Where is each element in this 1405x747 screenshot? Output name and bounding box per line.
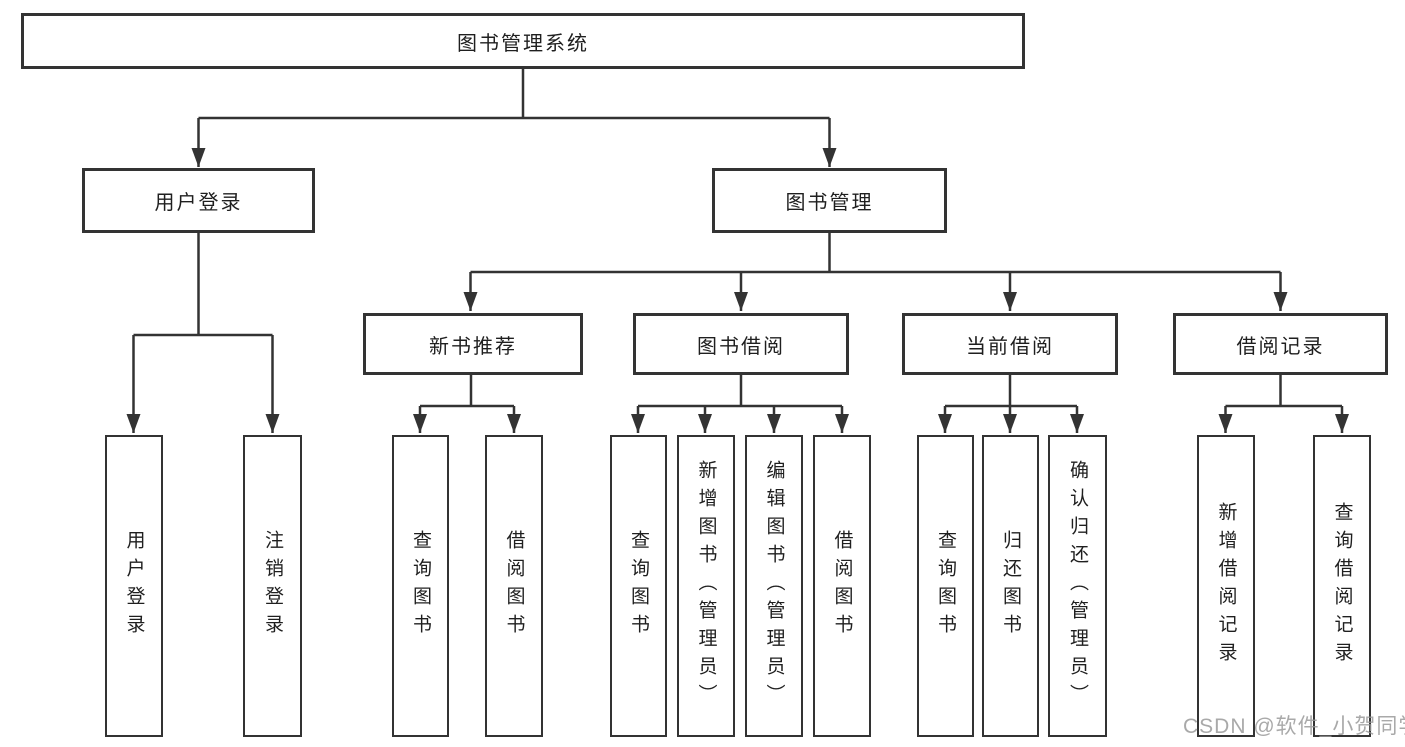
- node-label: 确认归还（管理员）: [1067, 460, 1088, 712]
- leaf-borrow-borrow-books: 借阅图书: [813, 435, 871, 737]
- node-label: 新增图书（管理员）: [695, 460, 717, 712]
- node-label: 查询图书: [628, 530, 649, 642]
- node-label: 用户登录: [154, 192, 243, 214]
- node-label: 注销登录: [262, 530, 283, 642]
- node-label: 查询图书: [410, 530, 431, 642]
- leaf-user-login: 用户登录: [105, 435, 163, 737]
- node-label: 新书推荐: [429, 335, 517, 358]
- node-user-login: 用户登录: [82, 168, 315, 233]
- leaf-borrow-query-books: 查询图书: [610, 435, 667, 737]
- node-new-book-recommend: 新书推荐: [363, 313, 583, 375]
- node-label: 借阅图书: [831, 530, 853, 642]
- node-label: 图书管理: [785, 192, 874, 214]
- leaf-recommend-query-books: 查询图书: [392, 435, 449, 737]
- node-label: 借阅图书: [503, 530, 525, 642]
- node-label: 归还图书: [1000, 530, 1021, 642]
- leaf-records-query-borrow-record: 查询借阅记录: [1313, 435, 1371, 737]
- node-label: 编辑图书（管理员）: [763, 460, 785, 712]
- leaf-borrow-edit-books-admin: 编辑图书（管理员）: [745, 435, 803, 737]
- node-borrow-records: 借阅记录: [1173, 313, 1388, 375]
- leaf-recommend-borrow-books: 借阅图书: [485, 435, 543, 737]
- node-label: 当前借阅: [966, 335, 1054, 358]
- node-book-management: 图书管理: [712, 168, 947, 233]
- node-current-borrow: 当前借阅: [902, 313, 1118, 375]
- leaf-current-confirm-return-admin: 确认归还（管理员）: [1048, 435, 1107, 737]
- node-label: 查询图书: [935, 530, 956, 642]
- leaf-current-return-books: 归还图书: [982, 435, 1039, 737]
- node-label: 图书借阅: [697, 335, 785, 358]
- node-book-borrow: 图书借阅: [633, 313, 849, 375]
- node-label: 借阅记录: [1236, 335, 1325, 358]
- csdn-watermark: CSDN @软件_小贺同学: [1183, 715, 1405, 738]
- node-library-management-system: 图书管理系统: [21, 13, 1025, 69]
- node-label: 新增借阅记录: [1215, 502, 1237, 670]
- leaf-borrow-add-books-admin: 新增图书（管理员）: [677, 435, 735, 737]
- leaf-current-query-books: 查询图书: [917, 435, 974, 737]
- leaf-records-add-borrow-record: 新增借阅记录: [1197, 435, 1255, 737]
- node-label: 用户登录: [123, 530, 145, 642]
- leaf-logout: 注销登录: [243, 435, 302, 737]
- node-label: 图书管理系统: [457, 32, 589, 55]
- node-label: 查询借阅记录: [1331, 502, 1353, 670]
